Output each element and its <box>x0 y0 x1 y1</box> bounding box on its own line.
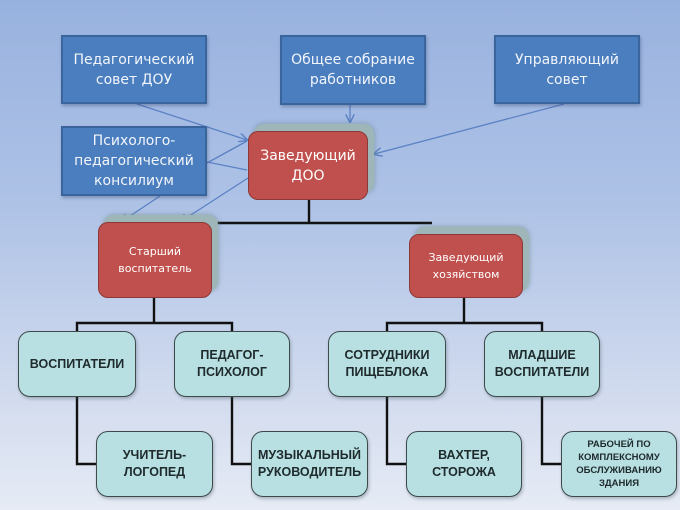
connector-psiholog-to-muzruk <box>230 397 251 466</box>
connector-vospitateli-to-logoped <box>75 397 96 466</box>
node-maintenance-worker: РАБОЧЕЙ ПО КОМПЛЕКСНОМУ ОБСЛУЖИВАНИЮ ЗДА… <box>561 431 677 497</box>
arrow-ped-sovet-to-head <box>136 103 247 140</box>
arrow-head-to-starshiy <box>180 177 249 222</box>
arrow-upr-sovet-to-head <box>374 103 565 154</box>
connector-mladshie-to-rabochiy <box>540 397 561 466</box>
node-junior-educators: МЛАДШИЕ ВОСПИТАТЕЛИ <box>484 331 600 397</box>
arrow-ppk-to-starshiy <box>121 195 161 222</box>
node-pedagogical-council: Педагогический совет ДОУ <box>61 35 207 104</box>
connector-zavhoz-bar <box>385 321 544 331</box>
node-music-director: МУЗЫКАЛЬНЫЙ РУКОВОДИТЕЛЬ <box>251 431 368 497</box>
node-kitchen-staff: СОТРУДНИКИ ПИЩЕБЛОКА <box>328 331 446 397</box>
node-governing-council: Управляющий совет <box>494 35 640 104</box>
node-watchmen: ВАХТЕР, СТОРОЖА <box>406 431 522 497</box>
node-speech-therapist: УЧИТЕЛЬ- ЛОГОПЕД <box>96 431 213 497</box>
node-educators: ВОСПИТАТЕЛИ <box>18 331 136 397</box>
connector-starshiy-bar <box>75 321 234 331</box>
arrow-ppk-to-head <box>206 161 248 171</box>
connector-pishcheblok-to-vahter <box>385 397 406 466</box>
node-facilities-head: Заведующий хозяйством <box>409 234 523 298</box>
arrow-ppk-head-link <box>206 140 248 164</box>
node-general-meeting: Общее собрание работников <box>280 35 426 105</box>
node-psych-ped-council: Психолого- педагогический консилиум <box>61 126 207 196</box>
node-senior-educator: Старший воспитатель <box>98 222 212 298</box>
node-psychologist: ПЕДАГОГ- ПСИХОЛОГ <box>174 331 290 397</box>
node-head-doo: Заведующий ДОО <box>248 131 368 200</box>
